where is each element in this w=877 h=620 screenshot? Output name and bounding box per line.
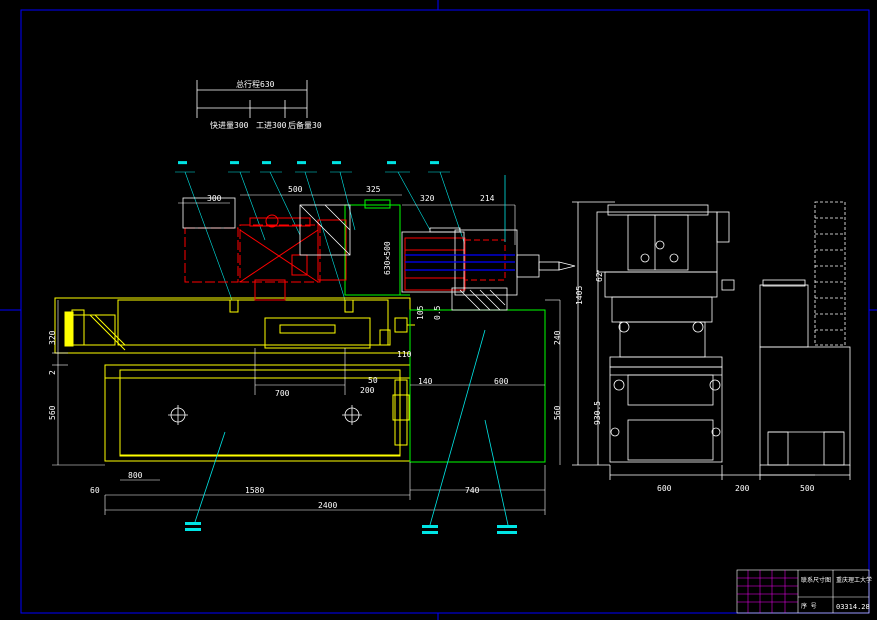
callout-5: ■■■ — [332, 160, 341, 166]
stroke-total-label: 总行程630 — [236, 79, 275, 89]
side-view — [572, 201, 851, 480]
rear-stroke-label: 后备量30 — [288, 120, 322, 130]
dim-h560-left: 560 — [48, 405, 57, 420]
fast-advance-label: 快进量300 — [210, 120, 249, 130]
hydraulic-unit-view — [759, 279, 851, 466]
dim-h240: 240 — [553, 330, 562, 345]
center-marks — [168, 405, 362, 425]
tool-holders — [182, 197, 576, 311]
dim-h1405: 1405 — [575, 286, 584, 305]
machine-base — [54, 297, 415, 462]
title-block-grid — [737, 570, 798, 613]
dim-700: 700 — [275, 389, 290, 398]
stroke-diagram — [196, 80, 308, 118]
dim-325: 325 — [366, 185, 381, 194]
callout-7: ■■■ — [430, 160, 439, 166]
title-drawing: 联系尺寸图 — [801, 576, 831, 584]
leader-markers — [185, 522, 517, 534]
dim-200: 200 — [360, 386, 375, 395]
dim-140: 140 — [418, 377, 433, 386]
dimension-lines — [52, 194, 561, 515]
dim-740: 740 — [465, 486, 480, 495]
callout-6: ■■■ — [387, 160, 396, 166]
dim-60: 60 — [90, 486, 100, 495]
drawing-frame — [20, 9, 870, 614]
stacked-block — [814, 201, 846, 346]
dim-105: 105 — [416, 305, 425, 320]
callout-2: ■■■ — [230, 160, 239, 166]
title-designer: 序 号 — [801, 602, 817, 610]
dim-500: 500 — [288, 185, 303, 194]
dim-600: 600 — [494, 377, 509, 386]
dim-05: 0.5 — [433, 305, 442, 320]
dim-320: 320 — [420, 194, 435, 203]
dim-h320: 320 — [48, 330, 57, 345]
dim-50: 50 — [368, 376, 378, 385]
dim-200-side: 200 — [735, 484, 750, 493]
dim-630x500: 630×500 — [383, 241, 392, 275]
dim-800: 800 — [128, 471, 143, 480]
dim-1580: 1580 — [245, 486, 264, 495]
dim-h62: 62 — [595, 272, 604, 282]
dim-110: 110 — [397, 350, 412, 359]
dim-300-top: 300 — [207, 194, 222, 203]
dim-214: 214 — [480, 194, 495, 203]
callout-3: ■■■ — [262, 160, 271, 166]
dim-2400: 2400 — [318, 501, 337, 510]
title-block — [736, 569, 870, 614]
callout-labels — [175, 171, 466, 301]
dim-500-side: 500 — [800, 484, 815, 493]
callout-1: ■■■ — [178, 160, 187, 166]
dim-h930: 930.5 — [593, 401, 602, 425]
dim-h560-right: 560 — [553, 405, 562, 420]
dim-h2: 2 — [48, 370, 57, 375]
leader-lines — [194, 175, 509, 526]
work-feed-label: 工进300 — [256, 121, 287, 130]
title-school: 重庆理工大学 — [836, 576, 872, 584]
callout-4: ■■■ — [297, 160, 306, 166]
dim-600-side: 600 — [657, 484, 672, 493]
title-drawing-no: 03314.28 — [836, 603, 870, 611]
